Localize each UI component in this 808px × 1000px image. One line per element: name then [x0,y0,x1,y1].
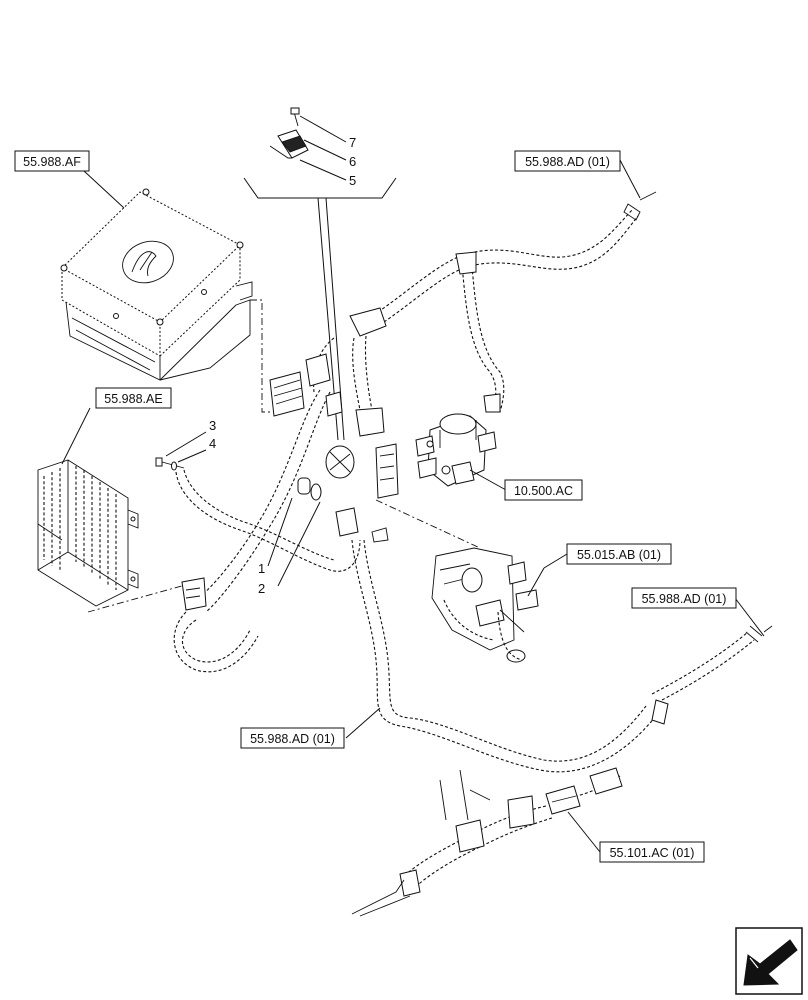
ref-label-harness-top: 55.988.AD (01) [525,155,610,169]
ref-box-harness-top [514,150,621,172]
wire-harness [173,191,773,917]
sensor-assembly [375,499,539,663]
ref-label-connector: 55.101.AC (01) [610,846,695,860]
control-unit-af [60,188,253,381]
ref-box-connector [599,841,705,863]
control-unit-ae [37,459,139,607]
item-label-2: 2 [258,581,265,596]
ref-label-sensor: 55.015.AB (01) [577,548,661,562]
solenoid-valve [415,413,497,487]
item-label-6: 6 [349,154,356,169]
ref-box-harness-right [631,587,737,609]
item-label-7: 7 [349,135,356,150]
ref-box-ecu-ae [95,387,172,409]
ref-box-ecu-af [14,150,90,172]
connector-column [269,353,399,543]
ref-box-harness-bottom [240,727,345,749]
arrow-next-icon[interactable] [735,927,803,995]
bracket-assembly [269,107,309,159]
item-label-5: 5 [349,173,356,188]
ref-label-ecu-af: 55.988.AF [23,155,81,169]
ref-label-harness-bottom: 55.988.AD (01) [250,732,335,746]
ref-label-harness-right: 55.988.AD (01) [642,592,727,606]
item-label-4: 4 [209,436,216,451]
item-label-1: 1 [258,561,265,576]
ref-label-valve: 10.500.AC [514,484,573,498]
screw-item-3-4 [155,457,185,471]
item-label-3: 3 [209,418,216,433]
ref-label-ecu-ae: 55.988.AE [104,392,162,406]
ref-box-valve [504,479,583,501]
